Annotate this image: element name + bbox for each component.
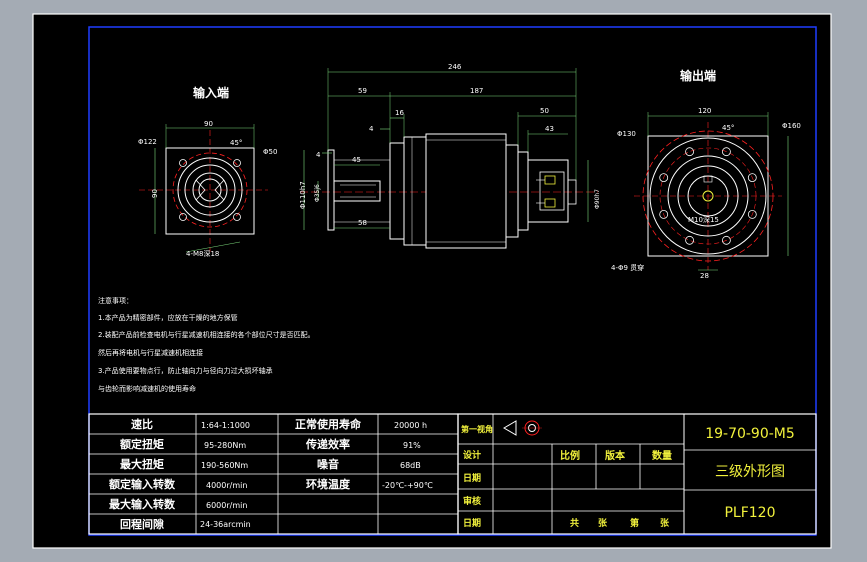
spec-value-1: 1:64-1:1000 — [201, 421, 250, 430]
spec-label-5: 最大输入转数 — [109, 497, 176, 511]
spec-label2-2: 传递效率 — [305, 437, 350, 451]
output-holes-dim: 4-Φ9 贯穿 — [611, 263, 644, 272]
spec-value2-3: 68dB — [400, 461, 421, 470]
date-label-1: 日期 — [463, 472, 481, 484]
dim-187: 187 — [470, 87, 483, 95]
output-width-dim: 120 — [698, 107, 711, 115]
input-bore-dim: Φ50 — [263, 148, 277, 156]
spec-table: 速比 1:64-1:1000 正常使用寿命 20000 h 额定扭矩 95-28… — [88, 413, 459, 535]
inner-border — [88, 26, 817, 536]
drawing-number: 19-70-90-M5 — [705, 426, 795, 442]
note-line-1: 1.本产品为精密部件，应放在干燥的地方保管 — [98, 313, 238, 322]
dim-4: 4 — [369, 125, 374, 133]
input-holes-dim: 4-M8深18 — [186, 249, 219, 258]
output-pcd-left-dim: Φ130 — [617, 130, 636, 138]
bolt-hole — [659, 173, 669, 183]
design-label: 设计 — [463, 449, 481, 461]
dim-4b: 4 — [316, 151, 321, 159]
dim-58: 58 — [358, 219, 367, 227]
projection-label: 第一视角 — [461, 424, 493, 434]
spec-value-5: 6000r/min — [206, 501, 247, 510]
shaft-dia-dim: Φ110h7 — [299, 181, 307, 209]
bolt-hole — [659, 209, 669, 219]
date-label-2: 日期 — [463, 517, 481, 529]
output-key-dim: 28 — [700, 272, 709, 280]
output-angle-dim: 45° — [722, 124, 734, 132]
note-line-2: 2.装配产品前检查电机与行星减速机相连接的各个部位尺寸是否匹配。 — [98, 330, 315, 339]
note-line-5: 与齿轮而影响减速机的使用寿命 — [98, 384, 196, 393]
input-height-dim: 90 — [151, 189, 159, 198]
bolt-hole — [722, 147, 731, 157]
spec-value2-4: -20℃-+90℃ — [382, 481, 433, 490]
drawing-name: 三级外形图 — [715, 464, 785, 480]
spec-label-6: 回程间隙 — [120, 517, 164, 531]
output-pcd-right-dim: Φ160 — [782, 122, 801, 130]
spec-value2-2: 91% — [403, 441, 421, 450]
first-angle-projection-icon — [503, 420, 542, 436]
spec-label-4: 额定输入转数 — [109, 477, 176, 491]
bolt-hole — [685, 235, 694, 245]
model-name: PLF120 — [724, 505, 775, 521]
bolt-hole — [747, 209, 757, 219]
output-end-label: 输出端 — [680, 68, 716, 83]
input-end-label: 输入端 — [193, 85, 229, 100]
spec-label2-4: 环境温度 — [306, 477, 351, 491]
total-length-dim: 246 — [448, 63, 462, 71]
spec-label-2: 额定扭矩 — [120, 437, 164, 451]
spec-label2-1: 正常使用寿命 — [295, 417, 362, 431]
input-end-view: 输入端 90 Φ122 45° Φ50 90 4-M8深18 — [138, 85, 277, 258]
note-line-4: 3.产品使用要物点行，防止轴向力与径向力过大损坏轴承 — [98, 366, 273, 375]
output-thread-dim: M10深15 — [688, 215, 719, 224]
input-angle-dim: 45° — [230, 139, 242, 147]
bolt-hole — [685, 147, 694, 157]
dim-50: 50 — [540, 107, 549, 115]
spec-value2-1: 20000 h — [394, 421, 427, 430]
output-end-view: 输出端 120 45° Φ130 Φ160 M10深15 4-Φ9 贯穿 28 — [611, 68, 801, 280]
sheet-index-label: 第 — [630, 517, 639, 529]
review-label: 审核 — [463, 495, 481, 507]
spec-value-6: 24-36arcmin — [200, 520, 251, 529]
dim-43: 43 — [545, 125, 554, 133]
bolt-hole — [747, 173, 757, 183]
version-label: 版本 — [605, 449, 626, 462]
input-width-dim: 90 — [204, 120, 213, 128]
input-pcd-dim: Φ122 — [138, 138, 157, 146]
key-dim: Φ35j6 — [314, 184, 321, 202]
sheet-unit-label-1: 张 — [598, 517, 608, 529]
spec-label2-3: 噪音 — [317, 457, 339, 471]
spec-value-4: 4000r/min — [206, 481, 247, 490]
spec-label-3: 最大扭矩 — [120, 457, 164, 471]
bolt-hole — [722, 235, 731, 245]
notes-block: 注意事项： 1.本产品为精密部件，应放在干燥的地方保管 2.装配产品前检查电机与… — [98, 296, 315, 393]
title-block: 第一视角 设计 日期 审核 日期 比例 版本 数量 共 张 第 张 19-70-… — [457, 413, 817, 535]
side-view: 246 59 187 16 4 50 43 45 4 58 Φ110h7 Φ35… — [299, 63, 601, 249]
spec-value-2: 95-280Nm — [204, 441, 246, 450]
dim-45: 45 — [352, 156, 361, 164]
qty-label: 数量 — [652, 449, 672, 462]
scale-label: 比例 — [560, 449, 580, 462]
sheet-total-label: 共 — [570, 517, 579, 529]
output-bolt-holes — [659, 147, 757, 245]
dim-16: 16 — [395, 109, 404, 117]
note-line-3: 然后再将电机与行星减速机相连接 — [98, 348, 203, 357]
out-dia-dim: Φ90h7 — [594, 189, 601, 209]
spec-label-1: 速比 — [131, 417, 153, 431]
notes-title: 注意事项： — [98, 296, 133, 305]
spec-value-3: 190-560Nm — [201, 461, 248, 470]
drawing-background — [32, 13, 832, 549]
dim-59: 59 — [358, 87, 367, 95]
sheet-unit-label-2: 张 — [660, 517, 670, 529]
